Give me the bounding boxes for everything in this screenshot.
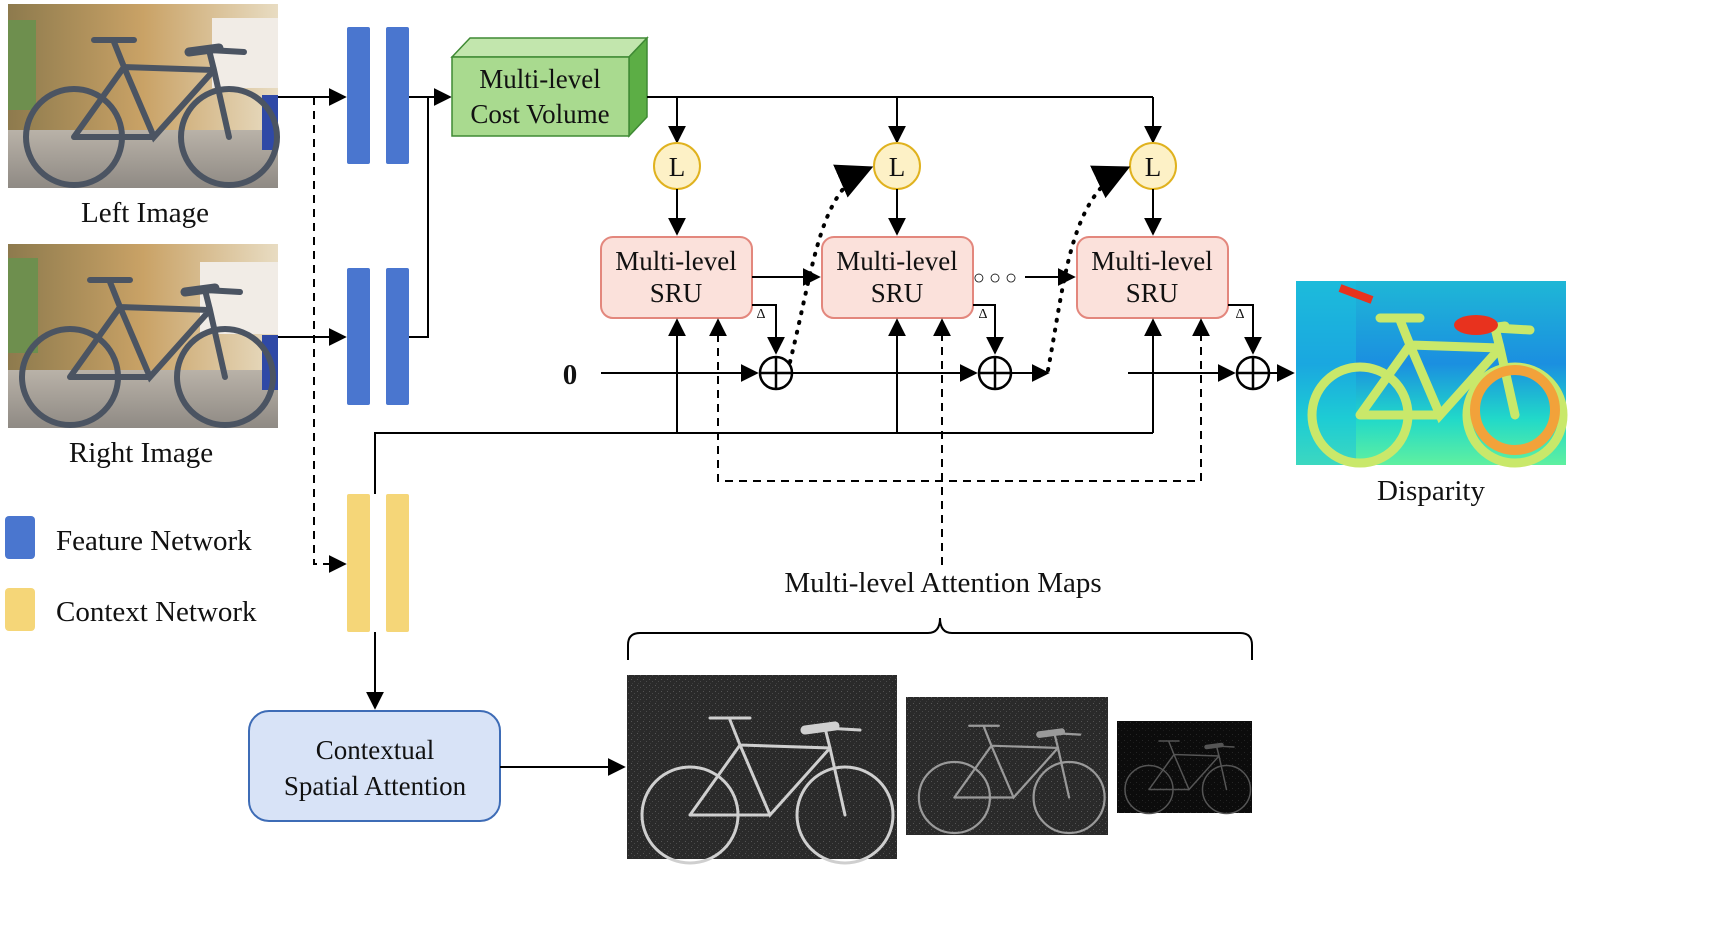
left-to-context-dashed-arrow: [313, 97, 347, 573]
left-image-label: Left Image: [81, 197, 209, 229]
context-bus: [374, 432, 1153, 494]
plus-circle-2: [977, 355, 1013, 391]
zero-initial-label: 0: [563, 359, 578, 391]
attention-dashed-loop: [717, 320, 1202, 482]
cost-volume-box: [450, 36, 649, 138]
feature-network-left-a: [347, 27, 370, 164]
legend-feature-swatch: [5, 516, 35, 559]
lookup-label-3: L: [1145, 152, 1162, 182]
plus-circle-1: [758, 355, 794, 391]
context-network-a: [347, 494, 370, 632]
cost-volume-line1: Multi-level: [479, 64, 600, 94]
sru-2-line1: Multi-level: [836, 246, 957, 276]
legend-feature-label: Feature Network: [56, 525, 252, 557]
feature-network-right-a: [347, 268, 370, 405]
disparity-image: [1296, 281, 1566, 465]
context-network-b: [386, 494, 409, 632]
lookup-label-1: L: [669, 152, 686, 182]
attention-module-line1: Contextual: [316, 735, 434, 765]
delta-label-1: Δ: [756, 307, 765, 322]
feedback-dotted-arrow-2: [1046, 165, 1131, 372]
right-image: [8, 244, 278, 428]
cost-volume-line2: Cost Volume: [470, 99, 609, 129]
attention-map-2: [906, 697, 1108, 835]
attention-map-3: [1117, 721, 1252, 814]
legend-context-label: Context Network: [56, 596, 257, 628]
feature-merge-connector: [409, 96, 429, 338]
sru2-delta-arrow: [973, 304, 1004, 355]
attention-map-1: [627, 675, 897, 863]
feature-network-right-b: [386, 268, 409, 405]
attention-maps-brace: [627, 617, 1253, 660]
contextual-spatial-attention-box: [248, 710, 501, 822]
sru3-delta-arrow: [1228, 304, 1262, 355]
sru-box-3: [1076, 236, 1229, 319]
plus-circle-3: [1235, 355, 1271, 391]
attention-maps-label: Multi-level Attention Maps: [784, 567, 1101, 599]
sru-1-line1: Multi-level: [615, 246, 736, 276]
ellipsis-circles: ○○○: [973, 267, 1021, 289]
feature-network-left-b: [386, 27, 409, 164]
sru-2-line2: SRU: [871, 278, 924, 308]
delta-label-2: Δ: [978, 307, 987, 322]
delta-label-3: Δ: [1235, 307, 1244, 322]
disparity-label: Disparity: [1377, 475, 1485, 507]
sru1-delta-arrow: [752, 304, 785, 355]
sru-box-2: [821, 236, 974, 319]
left-image: [8, 4, 278, 188]
right-image-label: Right Image: [69, 437, 213, 469]
lookup-label-2: L: [889, 152, 906, 182]
legend-context-swatch: [5, 588, 35, 631]
sru-1-line2: SRU: [650, 278, 703, 308]
feedback-dotted-arrow-1: [788, 164, 874, 364]
attention-module-line2: Spatial Attention: [284, 771, 467, 801]
sru-3-line2: SRU: [1126, 278, 1179, 308]
sru-3-line1: Multi-level: [1091, 246, 1212, 276]
